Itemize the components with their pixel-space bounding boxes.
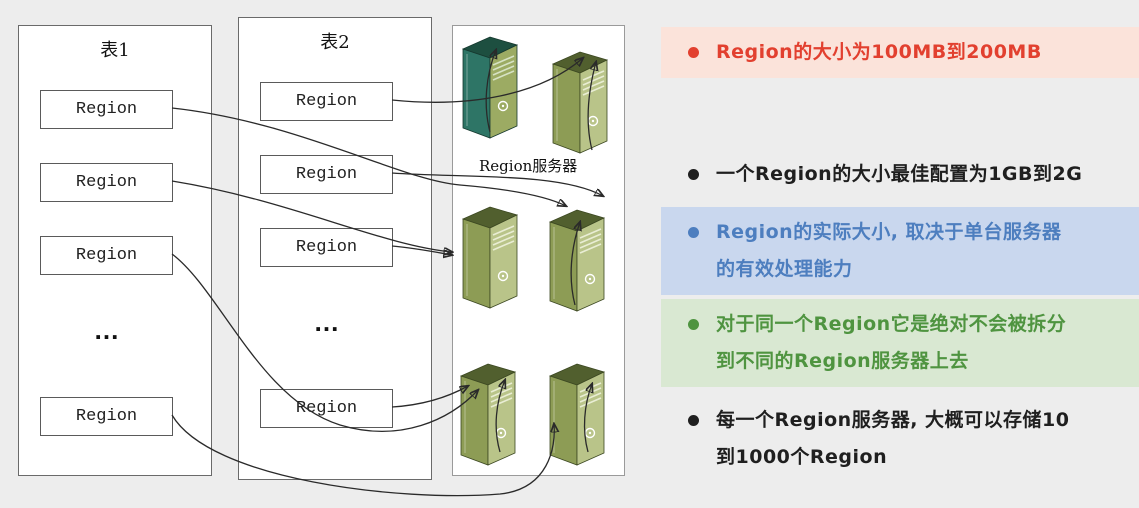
bullet-icon <box>688 415 699 426</box>
region-servers-panel <box>452 25 625 476</box>
region-box: Region <box>260 82 393 121</box>
server-tower-icon <box>459 34 521 145</box>
note-text-line: 到不同的Region服务器上去 <box>716 350 969 372</box>
region-box: Region <box>40 90 173 129</box>
table-title: 表1 <box>100 40 130 61</box>
table-title: 表2 <box>320 32 350 53</box>
region-servers-label: Region服务器 <box>479 157 578 175</box>
region-box: Region <box>40 163 173 202</box>
note-text-line: 到1000个Region <box>716 446 888 468</box>
note-text-line: Region的实际大小, 取决于单台服务器 <box>716 221 1062 243</box>
note-item: 对于同一个Region它是绝对不会被拆分到不同的Region服务器上去 <box>661 299 1139 387</box>
note-text: Region的实际大小, 取决于单台服务器的有效处理能力 <box>716 214 1062 288</box>
ellipsis-rows: … <box>93 315 120 345</box>
note-text: 对于同一个Region它是绝对不会被拆分到不同的Region服务器上去 <box>716 306 1066 380</box>
note-text: 一个Region的大小最佳配置为1GB到2G <box>716 156 1082 193</box>
server-tower-icon <box>457 361 519 472</box>
note-item: 每一个Region服务器, 大概可以存储10 到1000个Region <box>661 395 1139 483</box>
note-text: Region的大小为100MB到200MB <box>716 34 1042 71</box>
server-tower-icon <box>459 204 521 315</box>
note-text-line: 对于同一个Region它是绝对不会被拆分 <box>716 313 1067 335</box>
note-text-line: 每一个Region服务器, 大概可以存储10 <box>716 409 1070 431</box>
note-text-line: 一个Region的大小最佳配置为1GB到2G <box>716 163 1083 185</box>
server-tower-icon <box>546 361 608 472</box>
bullet-icon <box>688 227 699 238</box>
note-item: Region的实际大小, 取决于单台服务器的有效处理能力 <box>661 207 1139 295</box>
bullet-icon <box>688 169 699 180</box>
server-tower-icon <box>549 49 611 160</box>
note-text-line: 的有效处理能力 <box>716 258 853 280</box>
note-text: 每一个Region服务器, 大概可以存储10 到1000个Region <box>716 402 1069 476</box>
region-box: Region <box>260 228 393 267</box>
region-box: Region <box>40 397 173 436</box>
bullet-icon <box>688 47 699 58</box>
region-box: Region <box>40 236 173 275</box>
note-item: 一个Region的大小最佳配置为1GB到2G <box>661 149 1139 200</box>
server-tower-icon <box>546 207 608 318</box>
region-box: Region <box>260 155 393 194</box>
ellipsis-rows: … <box>313 307 340 337</box>
note-item: Region的大小为100MB到200MB <box>661 27 1139 78</box>
bullet-icon <box>688 319 699 330</box>
region-box: Region <box>260 389 393 428</box>
note-text-line: Region的大小为100MB到200MB <box>716 41 1042 63</box>
